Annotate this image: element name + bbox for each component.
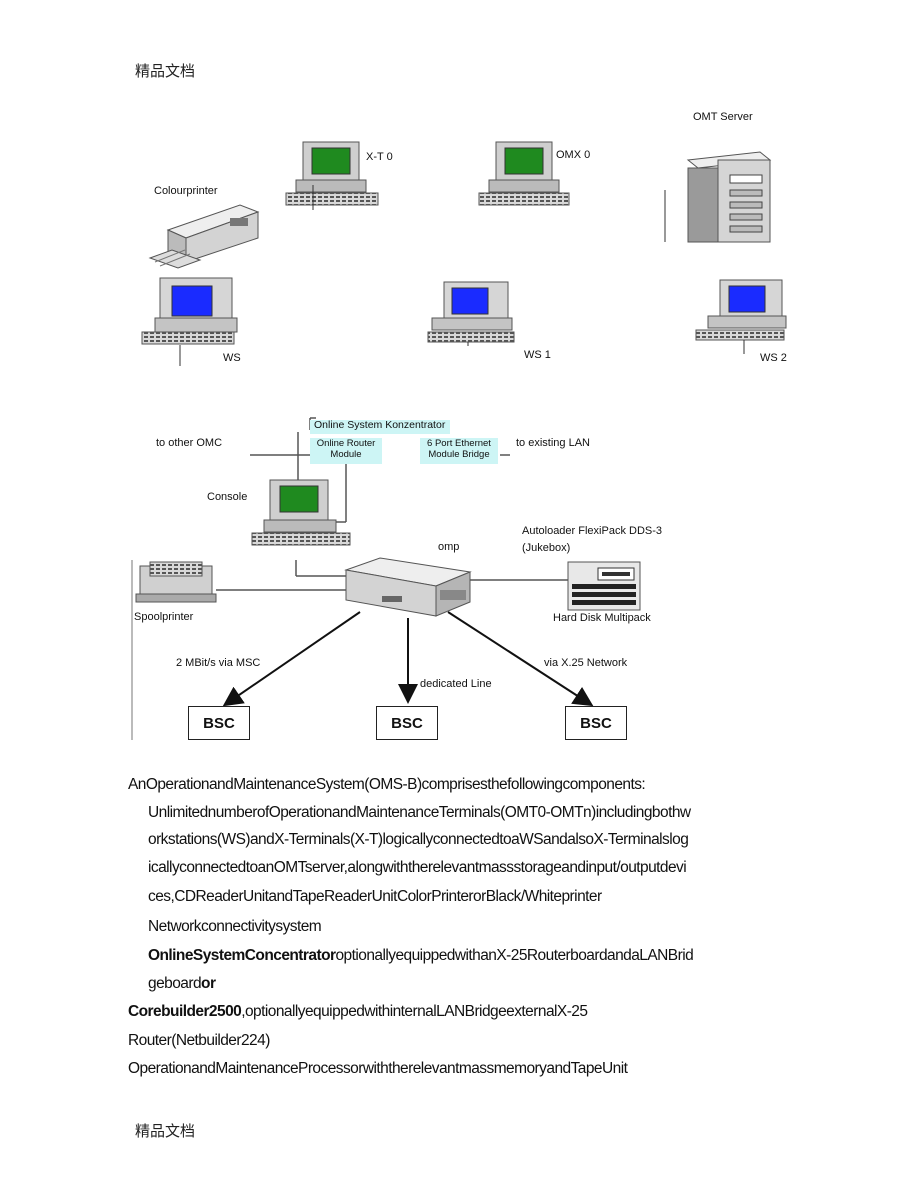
- label-to-existing-lan: to existing LAN: [516, 437, 590, 449]
- omp-processor-icon: [346, 558, 470, 616]
- label-xt0: X-T 0: [366, 151, 393, 163]
- workstation-ws1-icon: [428, 282, 514, 346]
- footer-watermark: 精品文档: [135, 1120, 195, 1141]
- intro-paragraph: AnOperationandMaintenanceSystem(OMS-B)co…: [128, 776, 645, 794]
- box-ethernet-module-bridge: 6 Port Ethernet Module Bridge: [420, 438, 498, 464]
- item4-line1: Corebuilder2500,optionallyequippedwithin…: [128, 1003, 587, 1021]
- label-autoloader: Autoloader FlexiPack DDS-3: [522, 525, 662, 537]
- label-ws: WS: [223, 352, 241, 364]
- item5-line: OperationandMaintenanceProcessorwithther…: [128, 1060, 627, 1078]
- item4-bold: Corebuilder2500: [128, 1003, 241, 1020]
- label-link-x25: via X.25 Network: [544, 657, 627, 669]
- workstation-ws2-icon: [696, 280, 786, 354]
- x-terminal-0-icon: [286, 142, 378, 210]
- item3-or: or: [201, 975, 215, 992]
- item1-line4: ces,CDReaderUnitandTapeReaderUnitColorPr…: [148, 888, 602, 906]
- item4-rest: ,optionallyequippedwithinternalLANBridge…: [241, 1003, 587, 1020]
- item3-rest: optionallyequippedwithanX-25Routerboarda…: [335, 947, 693, 964]
- label-ws1: WS 1: [524, 349, 551, 361]
- label-omt-server: OMT Server: [693, 111, 753, 123]
- colour-printer-icon: [150, 205, 258, 268]
- item1-line2: orkstations(WS)andX-Terminals(X-T)logica…: [148, 831, 688, 849]
- label-console: Console: [207, 491, 247, 503]
- bsc-box-2: BSC: [376, 706, 438, 740]
- item3-bold: OnlineSystemConcentrator: [148, 947, 335, 964]
- box-online-system-konzentrator: Online System Konzentrator: [310, 420, 450, 434]
- item3-tail: geboard: [148, 975, 201, 992]
- label-omp: omp: [438, 541, 459, 553]
- hard-disk-multipack-icon: [568, 562, 640, 610]
- label-hard-disk-multipack: Hard Disk Multipack: [553, 612, 651, 624]
- spool-printer-icon: [136, 562, 216, 602]
- omt-server-icon: [665, 152, 770, 242]
- box-online-router-module: Online Router Module: [310, 438, 382, 464]
- item1-line3: icallyconnectedtoanOMTserver,alongwithth…: [148, 859, 686, 877]
- label-colourprinter: Colourprinter: [154, 185, 218, 197]
- item1-line1: UnlimitednumberofOperationandMaintenance…: [148, 804, 691, 822]
- item3-line2: geboardor: [148, 975, 215, 993]
- label-jukebox: (Jukebox): [522, 542, 570, 554]
- bsc-box-1: BSC: [188, 706, 250, 740]
- label-ws2: WS 2: [760, 352, 787, 364]
- item3-line1: OnlineSystemConcentratoroptionallyequipp…: [148, 947, 693, 965]
- bsc-box-3: BSC: [565, 706, 627, 740]
- label-to-other-omc: to other OMC: [156, 437, 222, 449]
- item2-line: Networkconnectivitysystem: [148, 918, 321, 936]
- label-link-msc: 2 MBit/s via MSC: [176, 657, 260, 669]
- label-spoolprinter: Spoolprinter: [134, 611, 193, 623]
- network-diagram: [0, 0, 920, 760]
- label-link-dedicated: dedicated Line: [420, 678, 492, 690]
- console-terminal-icon: [252, 480, 350, 545]
- item4-line2: Router(Netbuilder224): [128, 1032, 270, 1050]
- label-omx0: OMX 0: [556, 149, 590, 161]
